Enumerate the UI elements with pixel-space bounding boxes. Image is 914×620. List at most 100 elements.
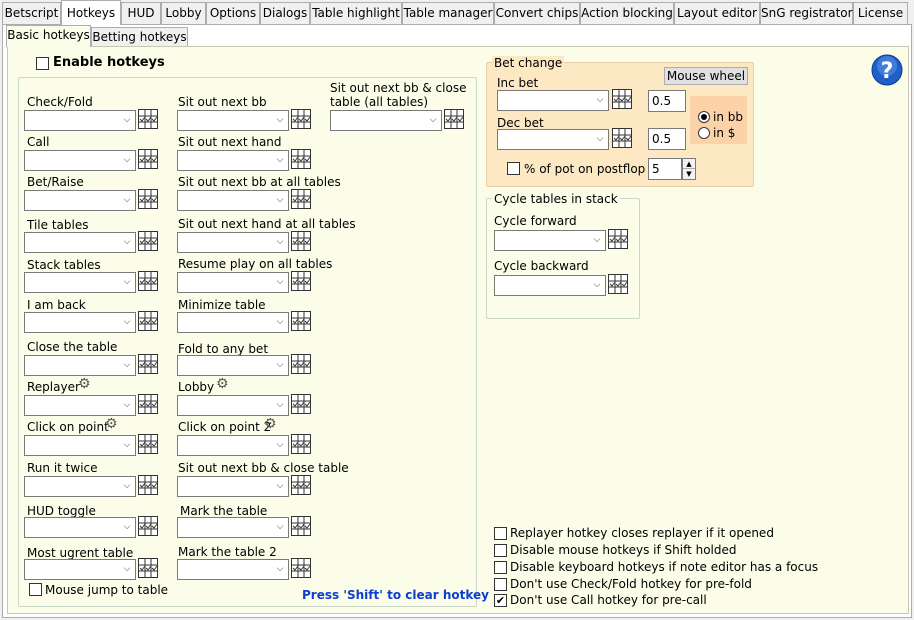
in-bb-radio[interactable] <box>698 111 710 123</box>
option-no-prefold-checkbox[interactable] <box>494 578 507 591</box>
dec-bet-value[interactable]: 0.5 <box>648 128 686 150</box>
subtab-basic-hotkeys[interactable]: Basic hotkeys <box>6 25 91 47</box>
gear-icon[interactable]: ⚙ <box>216 376 229 392</box>
tab-hud[interactable]: HUD <box>121 2 161 24</box>
pct-pot-spinner[interactable]: ▲ ▼ <box>682 158 696 180</box>
inc-bet-combo[interactable]: ⌵ <box>497 90 609 111</box>
hotkey-grid-icon[interactable] <box>138 475 158 495</box>
call-combo[interactable]: ⌵ <box>24 150 136 171</box>
resume-play-all-combo[interactable]: ⌵ <box>177 272 289 293</box>
sit-out-next-hand-all-combo[interactable]: ⌵ <box>177 232 289 253</box>
hotkey-grid-icon[interactable] <box>138 434 158 454</box>
pct-pot-checkbox[interactable] <box>507 162 520 175</box>
mouse-wheel-button[interactable]: Mouse wheel <box>664 67 748 85</box>
sit-out-next-bb-combo[interactable]: ⌵ <box>177 110 289 131</box>
bet-raise-combo[interactable]: ⌵ <box>24 190 136 211</box>
hotkey-grid-icon[interactable] <box>138 354 158 374</box>
tab-sng-registrator[interactable]: SnG registrator <box>760 2 853 24</box>
hotkey-grid-icon[interactable] <box>291 354 311 374</box>
run-it-twice-combo[interactable]: ⌵ <box>24 476 136 497</box>
option-disable-keyboard-checkbox[interactable] <box>494 561 507 574</box>
hotkey-grid-icon[interactable] <box>291 271 311 291</box>
tab-betscript[interactable]: Betscript <box>2 2 61 24</box>
hotkey-grid-icon[interactable] <box>608 229 628 249</box>
gear-icon[interactable]: ⚙ <box>264 416 277 432</box>
sit-out-next-bb-close-combo[interactable]: ⌵ <box>177 476 289 497</box>
check-fold-combo[interactable]: ⌵ <box>24 110 136 131</box>
hotkey-grid-icon[interactable] <box>612 128 632 148</box>
hotkey-grid-icon[interactable] <box>291 558 311 578</box>
tab-layout-editor[interactable]: Layout editor <box>674 2 760 24</box>
bet-raise-label: Bet/Raise <box>27 175 84 189</box>
sit-out-next-bb-all-combo[interactable]: ⌵ <box>177 190 289 211</box>
tab-license[interactable]: License <box>853 2 908 24</box>
gear-icon[interactable]: ⚙ <box>105 416 118 432</box>
tab-action-blocking[interactable]: Action blocking <box>580 2 674 24</box>
hud-toggle-combo[interactable]: ⌵ <box>24 517 136 538</box>
close-table-combo[interactable]: ⌵ <box>24 355 136 376</box>
hotkey-grid-icon[interactable] <box>138 271 158 291</box>
tile-tables-combo[interactable]: ⌵ <box>24 232 136 253</box>
hotkey-grid-icon[interactable] <box>138 516 158 536</box>
sit-out-next-hand-all-label: Sit out next hand at all tables <box>178 217 356 231</box>
mouse-jump-checkbox[interactable] <box>29 583 42 596</box>
minimize-table-combo[interactable]: ⌵ <box>177 312 289 333</box>
help-icon[interactable]: ? <box>871 54 903 86</box>
cycle-forward-combo[interactable]: ⌵ <box>494 230 606 251</box>
stack-tables-combo[interactable]: ⌵ <box>24 272 136 293</box>
tab-convert-chips[interactable]: Convert chips <box>494 2 580 24</box>
hotkey-grid-icon[interactable] <box>291 231 311 251</box>
inc-bet-value[interactable]: 0.5 <box>648 90 686 112</box>
hotkey-grid-icon[interactable] <box>291 109 311 129</box>
hotkey-grid-icon[interactable] <box>138 109 158 129</box>
replayer-combo[interactable]: ⌵ <box>24 395 136 416</box>
enable-hotkeys-checkbox[interactable] <box>36 57 49 70</box>
in-dollar-radio[interactable] <box>698 127 710 139</box>
i-am-back-combo[interactable]: ⌵ <box>24 312 136 333</box>
hotkey-grid-icon[interactable] <box>444 109 464 129</box>
hotkey-grid-icon[interactable] <box>138 149 158 169</box>
hotkey-grid-icon[interactable] <box>291 189 311 209</box>
option-disable-mouse-checkbox[interactable] <box>494 544 507 557</box>
click-on-point-2-combo[interactable]: ⌵ <box>177 435 289 456</box>
hotkey-grid-icon[interactable] <box>291 434 311 454</box>
hotkey-grid-icon[interactable] <box>138 189 158 209</box>
chevron-down-icon: ⌵ <box>276 360 284 370</box>
bet-change-title: Bet change <box>492 56 565 71</box>
hotkey-grid-icon[interactable] <box>612 89 632 109</box>
click-on-point-combo[interactable]: ⌵ <box>24 435 136 456</box>
hotkey-grid-icon[interactable] <box>608 274 628 294</box>
gear-icon[interactable]: ⚙ <box>78 376 91 392</box>
lobby-combo[interactable]: ⌵ <box>177 395 289 416</box>
subtab-betting-hotkeys[interactable]: Betting hotkeys <box>91 27 188 47</box>
hotkey-grid-icon[interactable] <box>138 558 158 578</box>
most-urgent-table-combo[interactable]: ⌵ <box>24 559 136 580</box>
mark-the-table-combo[interactable]: ⌵ <box>177 517 289 538</box>
tab-lobby[interactable]: Lobby <box>161 2 206 24</box>
hotkey-grid-icon[interactable] <box>138 311 158 331</box>
sit-out-next-hand-combo[interactable]: ⌵ <box>177 150 289 171</box>
cycle-backward-combo[interactable]: ⌵ <box>494 275 606 296</box>
option-replayer-closes-checkbox[interactable] <box>494 527 507 540</box>
tab-table-highlight[interactable]: Table highlight <box>310 2 402 24</box>
option-no-precall-checkbox[interactable]: ✔ <box>494 594 507 607</box>
spin-up-icon[interactable]: ▲ <box>683 159 695 169</box>
mark-the-table-2-combo[interactable]: ⌵ <box>177 559 289 580</box>
tab-table-manager[interactable]: Table manager <box>402 2 494 24</box>
tab-dialogs[interactable]: Dialogs <box>260 2 310 24</box>
hotkey-grid-icon[interactable] <box>291 311 311 331</box>
tab-options[interactable]: Options <box>206 2 260 24</box>
hotkey-grid-icon[interactable] <box>138 231 158 251</box>
chevron-down-icon: ⌵ <box>123 317 131 327</box>
hotkey-grid-icon[interactable] <box>291 475 311 495</box>
sit-out-close-all-combo[interactable]: ⌵ <box>330 110 442 131</box>
pct-pot-value[interactable]: 5 <box>648 158 682 180</box>
hotkey-grid-icon[interactable] <box>291 516 311 536</box>
hotkey-grid-icon[interactable] <box>291 394 311 414</box>
fold-to-any-bet-combo[interactable]: ⌵ <box>177 355 289 376</box>
dec-bet-combo[interactable]: ⌵ <box>497 129 609 150</box>
spin-down-icon[interactable]: ▼ <box>686 170 692 178</box>
tab-hotkeys[interactable]: Hotkeys <box>61 0 121 25</box>
hotkey-grid-icon[interactable] <box>138 394 158 414</box>
hotkey-grid-icon[interactable] <box>291 149 311 169</box>
